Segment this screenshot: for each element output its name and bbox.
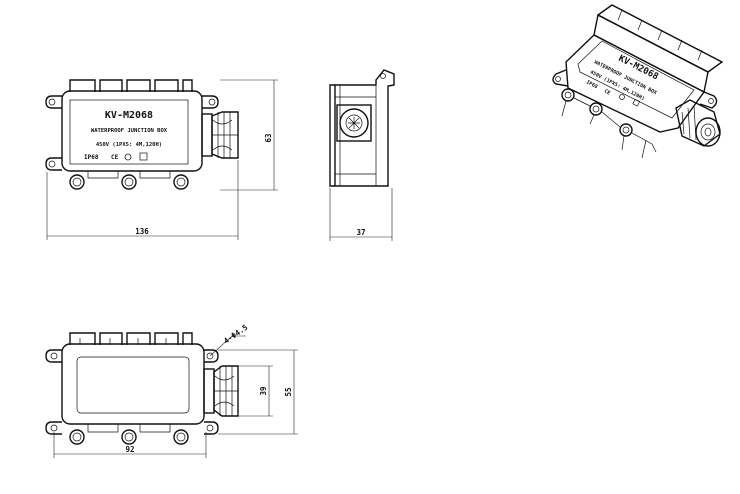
front-screw-row bbox=[69, 171, 189, 190]
bottom-cable-gland bbox=[203, 365, 239, 417]
iso-ear bbox=[699, 91, 718, 109]
isometric-view: KV-M2068 WATERPROOF JUNCTION BOX 450V (1… bbox=[552, 4, 724, 159]
side-gland-outer bbox=[339, 108, 369, 138]
side-gland-inner bbox=[345, 114, 363, 132]
iso-ridge-ribs bbox=[617, 9, 703, 61]
front-width-dim: 136 bbox=[135, 227, 149, 236]
front-height-dim: 63 bbox=[264, 133, 273, 143]
bottom-body bbox=[61, 343, 205, 425]
side-edge bbox=[329, 84, 335, 187]
side-ear-hole bbox=[380, 73, 386, 79]
bottom-tab-ribs bbox=[79, 338, 167, 345]
front-grid-icon bbox=[139, 152, 148, 161]
bottom-screw-row bbox=[69, 424, 189, 445]
bottom-ear-hole bbox=[206, 352, 214, 360]
side-view: 37 bbox=[329, 69, 395, 241]
bottom-ear bbox=[45, 421, 62, 435]
front-ear-left-top bbox=[45, 95, 62, 109]
iso-grid-icon bbox=[632, 98, 641, 107]
iso-front-face bbox=[565, 34, 706, 133]
side-depth-dim: 37 bbox=[356, 228, 365, 237]
iso-ce-text: CE bbox=[603, 88, 611, 96]
side-depth-dim-line bbox=[329, 188, 393, 241]
front-ce-text: CE bbox=[111, 154, 119, 161]
bottom-ear-hole bbox=[206, 424, 214, 432]
bottom-inner-dim: 39 bbox=[259, 386, 268, 396]
iso-screw-row bbox=[561, 88, 657, 159]
front-ear-hole bbox=[208, 98, 216, 106]
bottom-outer-dim: 55 bbox=[284, 387, 293, 396]
bottom-ear-hole bbox=[50, 352, 58, 360]
side-inner-lines bbox=[335, 85, 377, 186]
front-view: KV-M2068 WATERPROOF JUNCTION BOX 450V (1… bbox=[45, 79, 278, 240]
iso-ear bbox=[552, 69, 569, 87]
front-cable-gland bbox=[201, 111, 239, 159]
bottom-ear bbox=[204, 421, 219, 435]
front-ear-hole bbox=[48, 160, 56, 168]
front-title-text: WATERPROOF JUNCTION BOX bbox=[91, 128, 168, 134]
front-ear-left-bottom bbox=[45, 157, 62, 171]
bottom-view: 4-Φ4.5 92 39 55 bbox=[45, 323, 298, 458]
side-gland-square bbox=[336, 104, 372, 142]
bottom-ear bbox=[45, 349, 62, 363]
bottom-top-tabs bbox=[69, 332, 193, 345]
bottom-inner-dim-line bbox=[238, 365, 273, 417]
front-height-dim-line bbox=[220, 79, 278, 191]
front-model-text: KV-M2068 bbox=[105, 110, 153, 121]
bottom-recess bbox=[76, 356, 190, 414]
bottom-ear-hole bbox=[50, 424, 58, 432]
hole-callout-leader bbox=[209, 335, 246, 357]
side-body bbox=[334, 69, 395, 187]
bottom-ear bbox=[204, 349, 219, 363]
side-gland-cross bbox=[348, 117, 360, 129]
front-symbol-icon bbox=[124, 153, 132, 161]
front-top-tabs bbox=[69, 79, 193, 92]
front-ip-text: IP68 bbox=[84, 154, 99, 161]
bottom-span-dim: 92 bbox=[125, 445, 134, 454]
iso-ear-hole bbox=[708, 98, 714, 104]
iso-ip-text: IP68 bbox=[585, 79, 598, 90]
bottom-span-dim-line bbox=[53, 432, 207, 458]
iso-ear-hole bbox=[555, 76, 561, 82]
bottom-outer-dim-line bbox=[218, 349, 298, 435]
hole-callout: 4-Φ4.5 bbox=[222, 323, 249, 346]
front-ear-hole bbox=[48, 98, 56, 106]
front-spec-text: 450V (1PX5: 4M,120H) bbox=[96, 142, 162, 148]
front-ear-right-top bbox=[202, 95, 219, 109]
iso-symbol-icon bbox=[619, 94, 625, 100]
front-label-plate bbox=[69, 99, 189, 165]
iso-cable-gland bbox=[675, 99, 721, 147]
front-width-dim-line bbox=[46, 160, 239, 240]
